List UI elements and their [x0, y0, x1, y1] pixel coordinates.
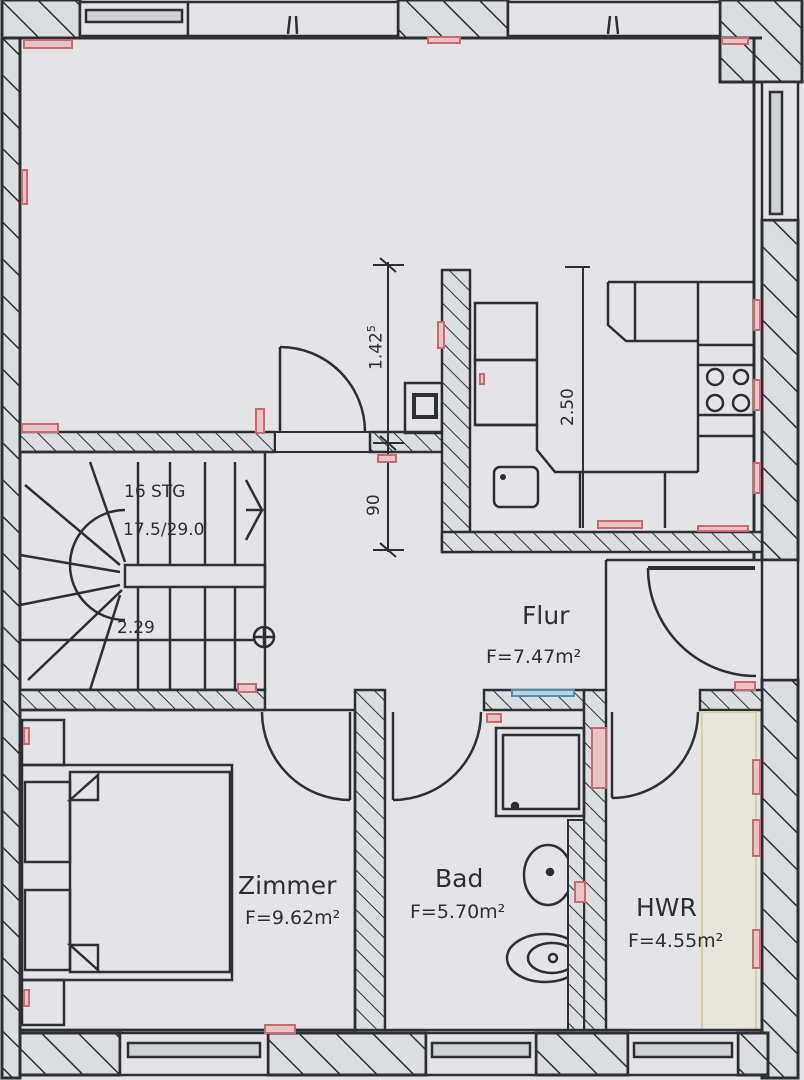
stair-post-icon	[252, 625, 276, 649]
dimension-superscript: 5	[365, 325, 378, 333]
room-area-flur: F=7.47m²	[486, 646, 582, 668]
stair-width-label: 2.29	[117, 618, 155, 638]
wall-living-stairs	[18, 430, 277, 454]
window-top-right	[506, 0, 722, 38]
bed-icon	[20, 718, 234, 1027]
door-zimmer[interactable]	[260, 711, 352, 802]
opening-right	[760, 558, 800, 682]
window-top-middle	[186, 0, 400, 38]
electrical-markers	[21, 36, 761, 1034]
stair-steps-label: 16 STG	[124, 482, 186, 502]
room-name-flur: Flur	[522, 601, 570, 630]
stair-ratio-label: 17.5/29.0	[123, 520, 205, 540]
bedroom	[18, 708, 357, 1032]
kitchen-walls	[440, 268, 764, 554]
stove-icon	[705, 367, 751, 413]
hwr-cabinet	[701, 711, 757, 1031]
room-name-zimmer: Zimmer	[238, 871, 337, 900]
room-area-zimmer: F=9.62m²	[245, 907, 341, 929]
room-name-hwr: HWR	[636, 893, 697, 922]
room-name-bad: Bad	[435, 864, 484, 893]
window-marker-blue	[511, 689, 575, 697]
room-area-bad: F=5.70m²	[410, 901, 506, 923]
interior-walls-lower	[18, 558, 764, 1032]
kitchen-counters	[473, 280, 754, 528]
door-hwr[interactable]	[610, 711, 700, 800]
dimension-label-250: 2.50	[558, 388, 578, 426]
dimension-lines	[373, 257, 590, 558]
window-top-left	[78, 0, 190, 38]
dimension-label-90: 90	[364, 494, 384, 516]
dimension-value: 1.42	[366, 332, 387, 370]
shower-icon	[494, 726, 586, 818]
door-bad[interactable]	[391, 711, 483, 802]
bad-installation-wall	[567, 819, 585, 1031]
door-flur-right[interactable]	[646, 566, 757, 678]
sink-icon	[500, 474, 506, 480]
window-right	[760, 80, 800, 222]
windows-bottom	[118, 1031, 740, 1077]
dimension-label-1425: 1.425	[365, 325, 387, 370]
door-living-room[interactable]	[278, 345, 367, 433]
room-area-hwr: F=4.55m²	[628, 930, 724, 952]
wall-door-header	[274, 431, 371, 453]
